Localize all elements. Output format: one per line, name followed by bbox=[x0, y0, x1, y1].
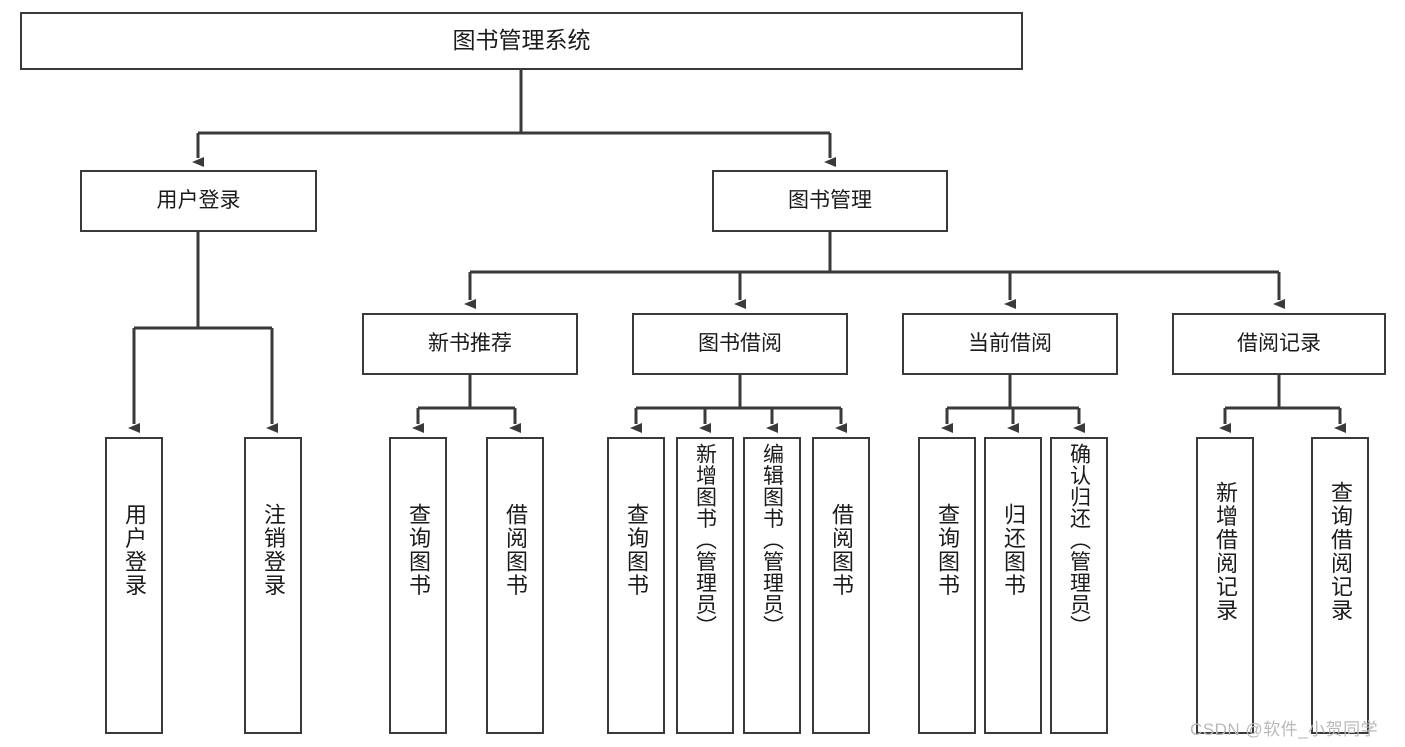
node-leaf-query-book-current[interactable]: 查询图书 bbox=[918, 437, 976, 734]
node-leaf-borrow-book-recommend[interactable]: 借阅图书 bbox=[486, 437, 544, 734]
node-borrow-record[interactable]: 借阅记录 bbox=[1172, 313, 1386, 375]
node-leaf-return-book[interactable]: 归还图书 bbox=[984, 437, 1042, 734]
node-label: 图书借阅 bbox=[698, 331, 782, 355]
node-new-book-recommend[interactable]: 新书推荐 bbox=[362, 313, 578, 375]
node-label: 查询图书 bbox=[624, 503, 649, 597]
node-label: 归还图书 bbox=[1001, 503, 1026, 597]
node-label: 注销登录 bbox=[261, 503, 286, 597]
node-leaf-query-borrow-record[interactable]: 查询借阅记录 bbox=[1311, 437, 1369, 734]
node-label: 查询图书 bbox=[406, 503, 431, 597]
node-label: 新增图书（管理员） bbox=[693, 443, 717, 637]
node-label: 新增借阅记录 bbox=[1213, 481, 1238, 622]
node-leaf-logout[interactable]: 注销登录 bbox=[244, 437, 302, 734]
node-leaf-query-book-borrow[interactable]: 查询图书 bbox=[607, 437, 665, 734]
node-leaf-add-borrow-record[interactable]: 新增借阅记录 bbox=[1196, 437, 1254, 734]
node-label: 新书推荐 bbox=[428, 331, 512, 355]
node-leaf-add-book-admin[interactable]: 新增图书（管理员） bbox=[676, 437, 734, 734]
node-label: 当前借阅 bbox=[968, 331, 1052, 355]
node-current-borrow[interactable]: 当前借阅 bbox=[902, 313, 1118, 375]
node-root-book-management-system[interactable]: 图书管理系统 bbox=[20, 12, 1023, 70]
node-leaf-confirm-return-admin[interactable]: 确认归还（管理员） bbox=[1050, 437, 1108, 734]
node-label: 用户登录 bbox=[156, 188, 241, 212]
csdn-watermark: CSDN @软件_小贺同学 bbox=[1190, 720, 1379, 739]
node-book-management[interactable]: 图书管理 bbox=[712, 170, 948, 232]
node-leaf-user-login[interactable]: 用户登录 bbox=[105, 437, 163, 734]
node-label: 编辑图书（管理员） bbox=[760, 443, 784, 637]
node-label: 图书管理系统 bbox=[452, 27, 591, 54]
node-label: 查询借阅记录 bbox=[1328, 481, 1353, 622]
node-leaf-borrow-book[interactable]: 借阅图书 bbox=[812, 437, 870, 734]
node-label: 用户登录 bbox=[122, 503, 147, 597]
node-label: 借阅图书 bbox=[829, 503, 854, 597]
node-label: 借阅图书 bbox=[503, 503, 528, 597]
node-label: 确认归还（管理员） bbox=[1067, 443, 1091, 637]
node-leaf-edit-book-admin[interactable]: 编辑图书（管理员） bbox=[743, 437, 801, 734]
node-label: 图书管理 bbox=[788, 188, 872, 212]
node-label: 借阅记录 bbox=[1237, 331, 1321, 355]
node-book-borrow[interactable]: 图书借阅 bbox=[632, 313, 848, 375]
node-leaf-query-book-recommend[interactable]: 查询图书 bbox=[389, 437, 447, 734]
node-user-login[interactable]: 用户登录 bbox=[80, 170, 317, 232]
node-label: 查询图书 bbox=[935, 503, 960, 597]
